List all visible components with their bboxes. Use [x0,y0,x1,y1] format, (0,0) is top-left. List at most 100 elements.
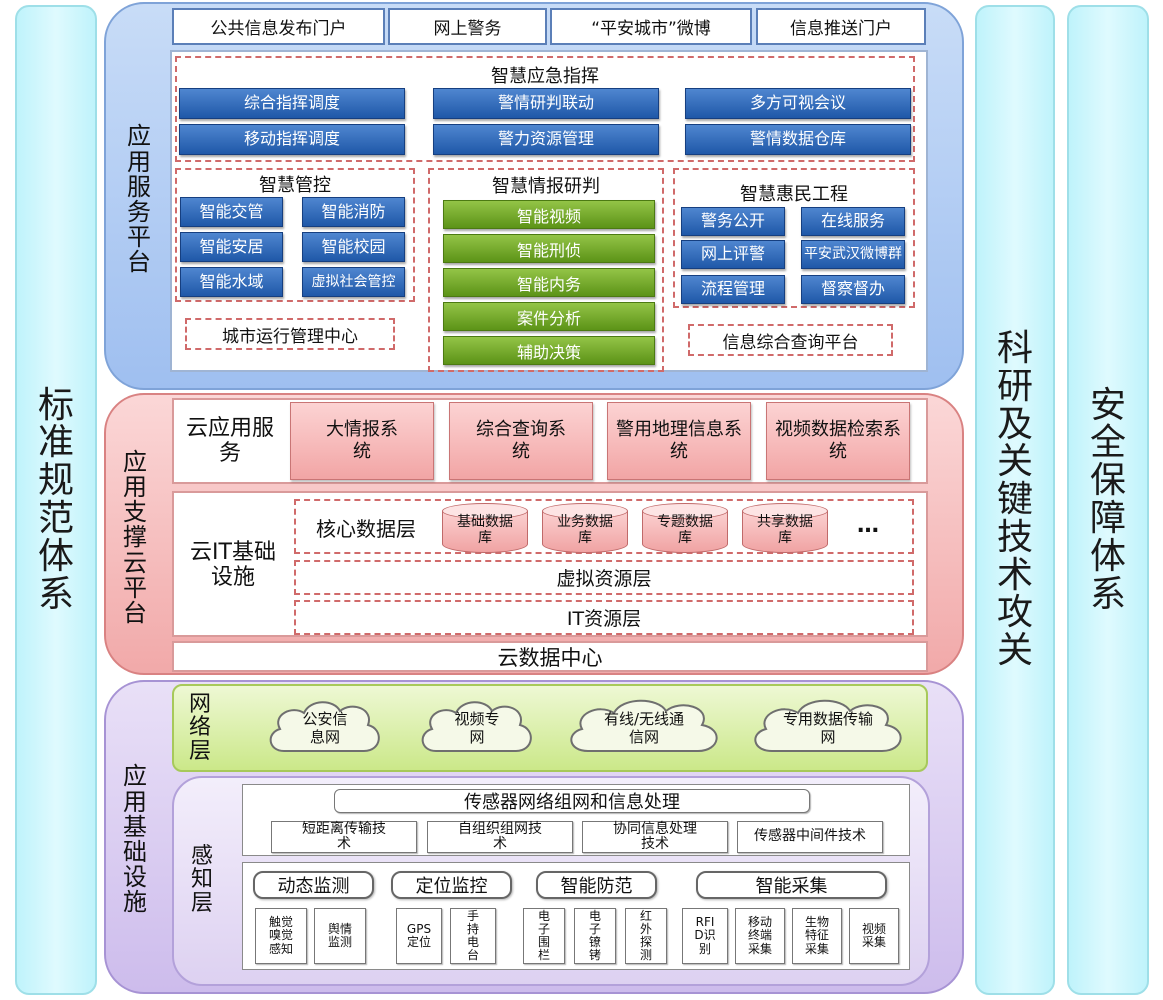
sensor-biometric[interactable]: 生物特征采集 [792,908,842,964]
vertical-glyph: 云 [123,548,147,577]
vertical-glyph: 基 [123,812,147,841]
btn-wuhan-weibo[interactable]: 平安武汉微博群 [801,240,905,269]
sensor-rfid[interactable]: RFID识别 [682,908,728,964]
cloud-data-net[interactable]: 专用数据传输网 [746,693,910,763]
city-ops-center[interactable]: 城市运行管理中心 [185,318,395,350]
btn-smart-internal[interactable]: 智能内务 [443,268,655,297]
btn-police-resource[interactable]: 警力资源管理 [433,124,659,155]
sensor-touch-smell[interactable]: 触觉嗅觉感知 [255,908,307,964]
sensing-label: 感知层 [180,830,224,930]
vertical-glyph: 知 [190,867,213,893]
sensor-radio[interactable]: 手持电台 [450,908,496,964]
db-shared-label: 共享数据库 [757,514,813,547]
db-topic[interactable]: 专题数据库 [642,503,728,553]
app-video-search[interactable]: 视频数据检索系统 [766,402,910,480]
pillar-standards: 标准规范体系 [15,5,97,995]
cloud-data-net-label: 专用数据传输网 [782,710,873,746]
btn-inspection[interactable]: 督察督办 [801,275,905,304]
cloud-platform-title: 应用支撑云平台 [110,448,160,628]
btn-mobile-dispatch[interactable]: 移动指挥调度 [179,124,405,155]
cloud-video-net[interactable]: 视频专网 [414,693,540,763]
sensor-fence[interactable]: 电子围栏 [523,908,565,964]
db-basic-label: 基础数据库 [457,514,513,547]
portal-weibo[interactable]: “平安城市”微博 [550,8,752,45]
vertical-glyph: 用 [127,147,151,176]
btn-police-public[interactable]: 警务公开 [681,207,785,236]
vertical-glyph: 规 [37,460,74,502]
db-business-top [542,503,628,519]
btn-smart-video[interactable]: 智能视频 [443,200,655,229]
vertical-glyph: 技 [996,516,1033,558]
vertical-glyph: 准 [37,422,74,464]
btn-smart-home[interactable]: 智能安居 [180,232,283,262]
btn-online-rating[interactable]: 网上评警 [681,240,785,269]
tech-collab[interactable]: 协同信息处理技术 [582,821,728,853]
app-gis-system[interactable]: 警用地理信息系统 [607,402,751,480]
vertical-glyph: 应 [123,762,147,791]
cloud-shape [421,701,532,752]
vertical-glyph: 系 [1089,573,1126,615]
virtual-resource-layer: 虚拟资源层 [294,560,914,595]
portal-public[interactable]: 公共信息发布门户 [172,8,385,45]
btn-decision-support[interactable]: 辅助决策 [443,336,655,365]
vertical-glyph: 支 [123,498,147,527]
btn-case-analysis[interactable]: 案件分析 [443,302,655,331]
cloud-shape [269,701,380,752]
cloud-comm-net[interactable]: 有线/无线通信网 [562,693,726,763]
group-dynamic-monitor[interactable]: 动态监测 [253,871,374,899]
db-shared-top [742,503,828,519]
group-location-monitor[interactable]: 定位监控 [391,871,512,899]
cloud-datacenter: 云数据中心 [172,641,928,672]
emergency-group [175,56,915,162]
tech-middleware[interactable]: 传感器中间件技术 [737,821,883,853]
btn-online-service[interactable]: 在线服务 [801,207,905,236]
btn-smart-campus[interactable]: 智能校园 [302,232,405,262]
db-shared[interactable]: 共享数据库 [742,503,828,553]
btn-virtual-society[interactable]: 虚拟社会管控 [302,267,405,297]
btn-process-mgmt[interactable]: 流程管理 [681,275,785,304]
sensor-opinion[interactable]: 舆情监测 [314,908,366,964]
db-basic[interactable]: 基础数据库 [442,503,528,553]
cloud-it-label: 云IT基础设施 [190,539,276,590]
db-business[interactable]: 业务数据库 [542,503,628,553]
vertical-glyph: 键 [996,479,1033,521]
btn-smart-criminal[interactable]: 智能刑侦 [443,234,655,263]
cloud-shape [570,699,718,752]
portal-push[interactable]: 信息推送门户 [756,8,926,45]
vertical-glyph: 研 [996,365,1033,407]
vertical-glyph: 术 [996,554,1033,596]
portal-online-police[interactable]: 网上警务 [388,8,547,45]
sensor-video[interactable]: 视频采集 [849,908,899,964]
vertical-glyph: 平 [123,573,147,602]
btn-video-conference[interactable]: 多方可视会议 [685,88,911,119]
sensor-gps[interactable]: GPS定位 [396,908,442,964]
btn-smart-fire[interactable]: 智能消防 [302,197,405,227]
app-query-system[interactable]: 综合查询系统 [449,402,593,480]
btn-alert-linkage[interactable]: 警情研判联动 [433,88,659,119]
pillar-standards-label: 标准规范体系 [17,7,95,993]
sensor-infrared[interactable]: 红外探测 [625,908,667,964]
vertical-glyph: 全 [1089,422,1126,464]
app-intel-system[interactable]: 大情报系统 [290,402,434,480]
btn-alert-warehouse[interactable]: 警情数据仓库 [685,124,911,155]
info-query-platform[interactable]: 信息综合查询平台 [688,324,893,356]
btn-integrated-dispatch[interactable]: 综合指挥调度 [179,88,405,119]
tech-short-range[interactable]: 短距离传输技术 [271,821,417,853]
group-smart-defense[interactable]: 智能防范 [536,871,657,899]
group-smart-collect[interactable]: 智能采集 [696,871,887,899]
sensor-shackle[interactable]: 电子镣铐 [574,908,616,964]
vertical-glyph: 系 [37,573,74,615]
vertical-glyph: 障 [1089,498,1126,539]
btn-smart-traffic[interactable]: 智能交管 [180,197,283,227]
btn-smart-waters[interactable]: 智能水域 [180,267,283,297]
sensor-mobile[interactable]: 移动终端采集 [735,908,785,964]
pillar-security: 安全保障体系 [1067,5,1149,995]
cloud-police-net-label: 公安信息网 [302,710,348,746]
vertical-glyph: 应 [127,122,151,151]
citizen-group [673,168,915,308]
cloud-police-net[interactable]: 公安信息网 [262,693,388,763]
pillar-research: 科研及关键技术攻关 [975,5,1055,995]
core-data-label: 核心数据层 [316,516,416,541]
vertical-glyph: 设 [123,863,147,892]
tech-self-org[interactable]: 自组织组网技术 [427,821,573,853]
